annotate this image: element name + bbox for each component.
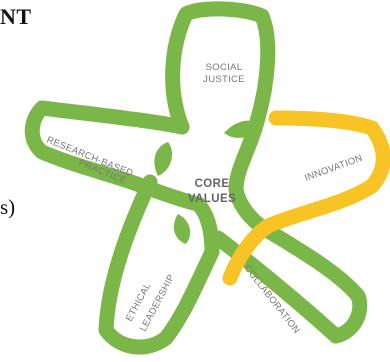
star-arm-research-based-practice (24, 100, 190, 194)
leaf-top (224, 120, 262, 138)
leaf-bottom (173, 214, 191, 244)
label-social: SOCIAL (206, 62, 243, 73)
heading-fragment: NT (0, 4, 32, 29)
label-innovation: INNOVATION (303, 153, 364, 184)
center-label-values: VALUES (188, 193, 236, 205)
star-arm-social-justice (165, 1, 276, 135)
star-inner-loop-upper (228, 110, 278, 240)
label-justice: JUSTICE (203, 74, 245, 85)
center-leaves (154, 120, 262, 244)
star-arm-innovation (222, 110, 390, 286)
center-label-core: CORE (195, 178, 230, 190)
star-arm-ethical-leadership (98, 174, 220, 355)
star-arm-collaboration (210, 224, 368, 344)
leaf-left (154, 142, 173, 176)
star-inner-loop-left (134, 178, 220, 260)
text-fragment: s) (0, 195, 16, 219)
